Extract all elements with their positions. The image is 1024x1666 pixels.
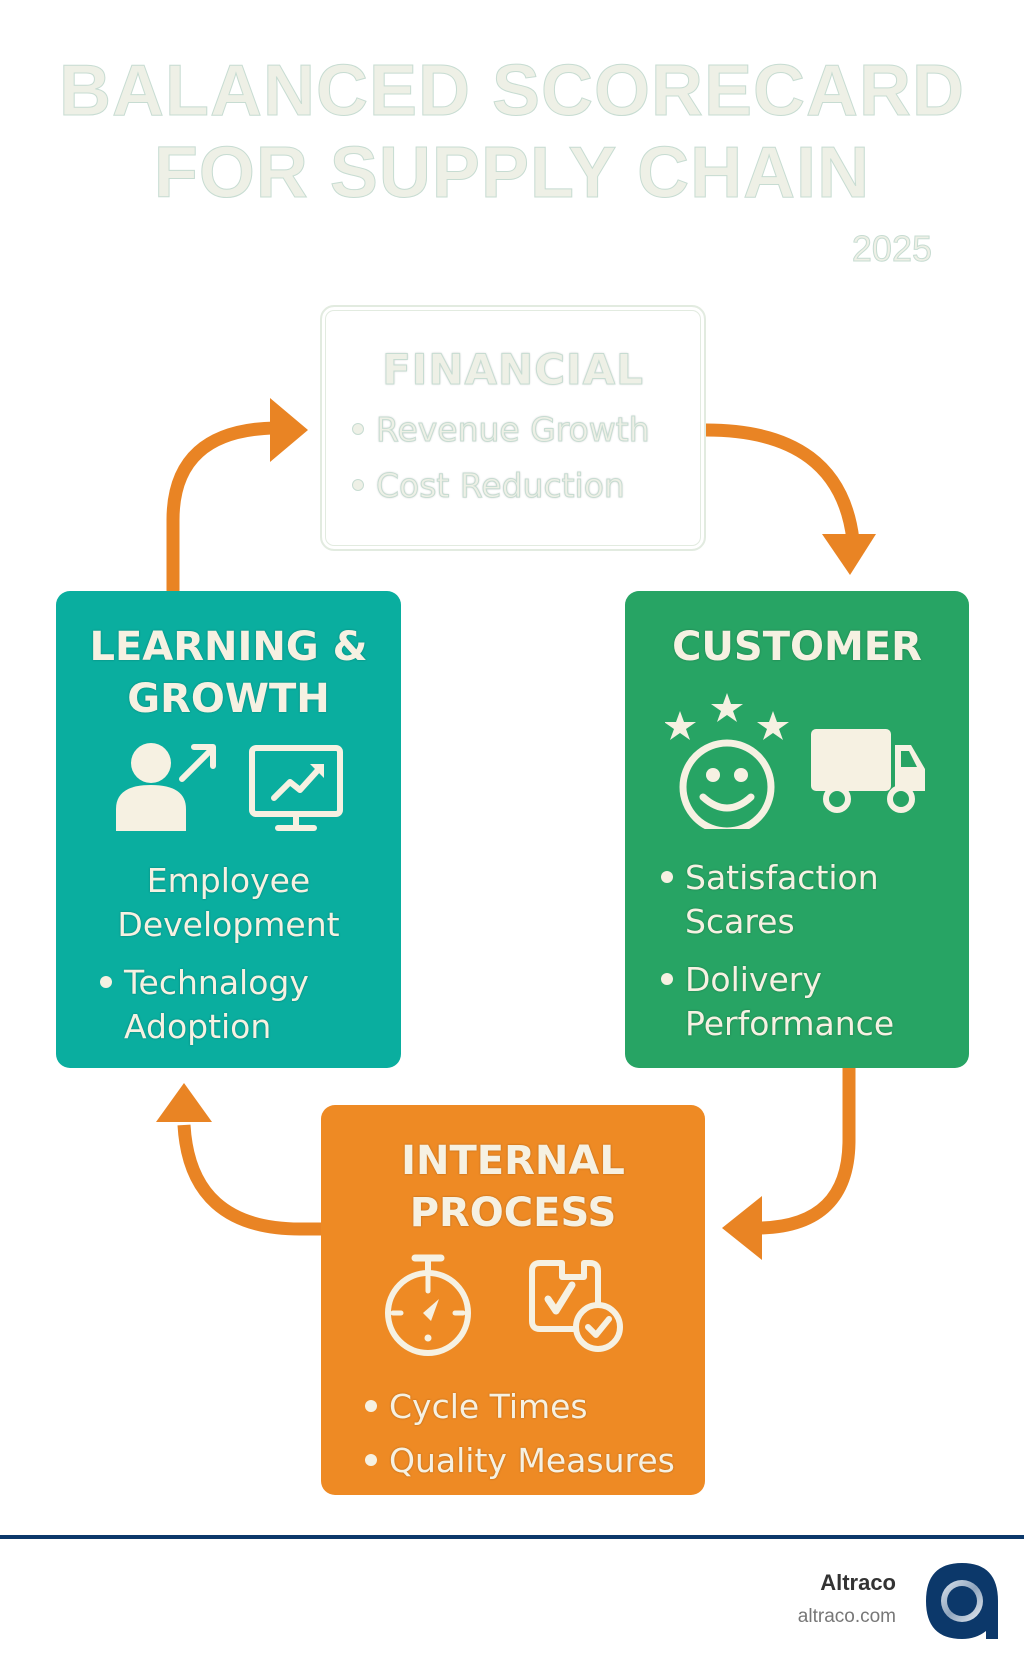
arrowhead-learning [156,1083,212,1122]
smiley-stars-icon [665,693,789,829]
financial-perspective-card: FINANCIAL Revenue Growth Cost Reduction [320,305,706,551]
financial-item: Cost Reduction [322,458,704,514]
bullet-icon [365,1399,377,1412]
brand-block: Altraco altraco.com [798,1570,896,1628]
internal-item: Cycle Times [365,1380,675,1434]
altraco-logo-icon [926,1563,998,1639]
internal-title: INTERNAL PROCESS [401,1138,625,1236]
bullet-icon [352,478,364,491]
brand-url[interactable]: altraco.com [797,1606,896,1627]
internal-process-perspective-card: INTERNAL PROCESS Cycle Times Quality Mea… [321,1105,705,1495]
bullet-icon [661,870,673,883]
bullet-icon [661,972,673,985]
arrowhead-customer [822,534,876,575]
bullet-icon [352,422,364,435]
monitor-chart-icon [249,745,343,831]
person-growth-icon [116,743,216,831]
bullet-icon [365,1453,377,1466]
financial-item: Revenue Growth [322,402,704,458]
financial-title: FINANCIAL [382,345,644,395]
customer-title: CUSTOMER [672,624,922,670]
truck-icon [811,729,925,813]
arrow-internal-to-learning [177,1124,321,1236]
brand-name: Altraco [820,1570,896,1595]
footer-divider [0,1535,1024,1539]
arrow-learning-to-financial [166,421,276,591]
year-label: 2025 [851,228,932,270]
learning-growth-perspective-card: LEARNING & GROWTH Employee Development T… [56,591,401,1068]
internal-items: Cycle Times Quality Measures [365,1380,675,1488]
learning-item: Technalogy Adoption [100,961,309,1049]
arrowhead-financial [270,398,308,462]
arrowhead-internal [722,1196,762,1260]
clipboard-check-icon [529,1260,623,1352]
learning-item: Employee Development [117,861,340,944]
customer-item: Satisfaction Scares [661,856,879,944]
customer-perspective-card: CUSTOMER Satisfaction Scares Dolivery Pe… [625,591,969,1068]
title-line-2: FOR SUPPLY CHAIN [153,133,871,214]
arrow-customer-to-internal [759,1068,856,1235]
learning-title: LEARNING & GROWTH [89,624,368,722]
title-line-1: BALANCED SCORECARD [58,51,965,132]
bullet-icon [100,975,112,988]
page-title: BALANCED SCORECARD FOR SUPPLY CHAIN [0,50,1024,214]
customer-item: Dolivery Performance [661,958,894,1046]
stopwatch-icon [385,1254,471,1356]
internal-item: Quality Measures [365,1434,675,1488]
arrow-financial-to-customer [705,423,860,541]
